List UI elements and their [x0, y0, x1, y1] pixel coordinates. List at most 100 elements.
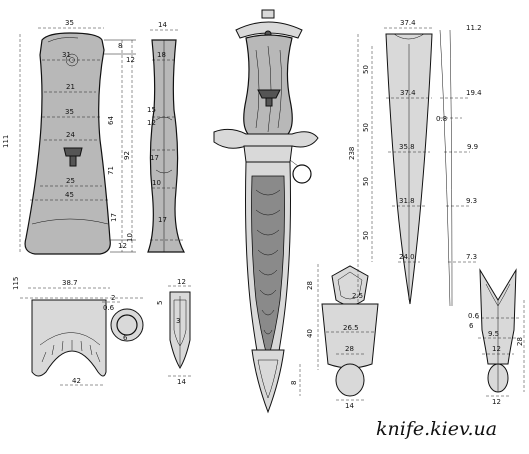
guard-side-view: 12 5 3 14: [156, 278, 192, 386]
dim-label: 31: [62, 51, 71, 59]
grip-front-view: 35 31 21 35 24 25 45 111 8 12 64 92 71 1…: [2, 19, 136, 255]
dim-label: 18: [157, 51, 166, 59]
dagger-chape-inner: [257, 359, 279, 399]
dim-label: 6: [123, 334, 128, 342]
dim-label: 10: [126, 233, 134, 242]
dim-label: 17: [158, 216, 167, 224]
scabbard-mount-ball: [335, 363, 365, 397]
watermark-text: knife.kiev.ua: [376, 418, 498, 440]
dim-label: 12: [118, 242, 127, 250]
dim-label: 50: [362, 123, 370, 132]
blade-side-profile-back: [449, 29, 453, 307]
grip-side-outline: [147, 39, 186, 253]
dim-label: 111: [2, 135, 10, 148]
crossguard-hatching: [41, 340, 101, 363]
dagger-scabbard-chape: [251, 349, 285, 414]
dim-label: 25: [66, 177, 75, 185]
dim-label: 21: [66, 83, 75, 91]
dim-label: 9.5: [488, 330, 499, 338]
chape-side-view: 0.6 6 9.5 12 28 12: [468, 268, 525, 406]
dim-label: 38.7: [62, 279, 78, 287]
grip-side-detail: [155, 169, 173, 174]
dim-label: 14: [158, 21, 167, 29]
dim-label: 12: [147, 119, 156, 127]
dim-label: 12: [492, 345, 501, 353]
dim-label: 3: [176, 317, 180, 325]
dim-label: 42: [72, 377, 81, 385]
dim-label: 31.8: [399, 197, 415, 205]
dim-label: 2.5: [352, 292, 363, 300]
dim-label: 14: [177, 378, 186, 386]
dim-label: 6: [469, 322, 474, 330]
dim-label: 12: [492, 398, 501, 406]
dim-label: 35: [65, 19, 74, 27]
grip-side-view: 14 18 15 12 17 10 17: [147, 21, 186, 253]
dim-label: 50: [362, 65, 370, 74]
dim-label: 35.8: [399, 143, 415, 151]
dagger-ornament-pattern: [255, 189, 281, 335]
blade-tang-edge: [393, 33, 425, 40]
dim-label: 24.0: [399, 253, 415, 261]
dim-label: 45: [65, 191, 74, 199]
dim-label: 10: [152, 179, 161, 187]
dagger-hanger-link: [289, 159, 299, 167]
crossguard-arc: [39, 332, 101, 346]
dim-label: 5: [156, 301, 164, 305]
grip-base-curve: [31, 218, 109, 225]
dim-label: 9.3: [466, 197, 477, 205]
dagger-assembled-view: [213, 9, 319, 414]
dim-label: 71: [107, 166, 115, 175]
dim-label: 50: [362, 177, 370, 186]
dagger-pommel: [235, 21, 303, 39]
dim-label: 28: [516, 337, 524, 346]
dim-label: 24: [66, 131, 75, 139]
dim-label: 115: [12, 277, 20, 290]
grip-eagle-emblem: [63, 147, 83, 167]
dim-label: 28: [306, 281, 314, 290]
crossguard-ring: [110, 308, 144, 342]
crossguard-view: 115 38.7 2 0.6 6 42: [12, 277, 145, 386]
dim-label: 14: [345, 402, 354, 410]
dim-label: 26.5: [343, 324, 359, 332]
dim-label: 50: [362, 231, 370, 240]
dim-label: 8: [118, 42, 122, 50]
dim-label: 19.4: [466, 89, 482, 97]
dim-label: 15: [147, 106, 156, 114]
blade-side-profile: [439, 29, 451, 307]
dim-label: 64: [107, 116, 115, 125]
dim-label: 40: [306, 329, 314, 338]
dim-label: 28: [345, 345, 354, 353]
blade-front-view: 37.4 11.2 37.4 35.8 31.8 24.0 19.4 0.8 9…: [348, 19, 482, 307]
dim-label: 17: [150, 154, 159, 162]
dim-label: 12: [126, 56, 135, 64]
dim-label: 0.8: [436, 115, 447, 123]
dagger-hanger-ring: [292, 164, 312, 184]
dim-label: 0.6: [468, 312, 480, 320]
crossguard-outline: [31, 299, 107, 377]
dim-label: 17: [110, 213, 118, 222]
grip-top-edge: [47, 37, 79, 43]
dim-label: 238: [348, 147, 356, 160]
dagger-scabbard-throat: [243, 145, 293, 163]
scabbard-mount-body: [321, 303, 379, 369]
dim-label: 37.4: [400, 19, 416, 27]
dim-label: 37.4: [400, 89, 416, 97]
dim-label: 35: [65, 108, 74, 116]
grip-front-outline: [24, 32, 111, 255]
dagger-pommel-nut: [261, 9, 275, 19]
dim-label: 12: [177, 278, 186, 286]
dim-label: 9.9: [467, 143, 478, 151]
dagger-crossguard: [213, 128, 319, 149]
dagger-grip-eagle: [257, 89, 281, 107]
dim-label: 2: [111, 294, 115, 302]
dim-label: 92: [123, 151, 131, 160]
dim-label: 0.6: [103, 304, 115, 312]
crossguard-ring-inner: [116, 314, 138, 336]
dagger-grip: [243, 34, 293, 137]
scabbard-mount-top-inner: [337, 271, 363, 300]
dim-label: 7.3: [466, 253, 477, 261]
scabbard-mount-view: 28 2.5 40 26.5 28 8 14: [290, 264, 379, 410]
dim-label: 11.2: [466, 24, 482, 32]
